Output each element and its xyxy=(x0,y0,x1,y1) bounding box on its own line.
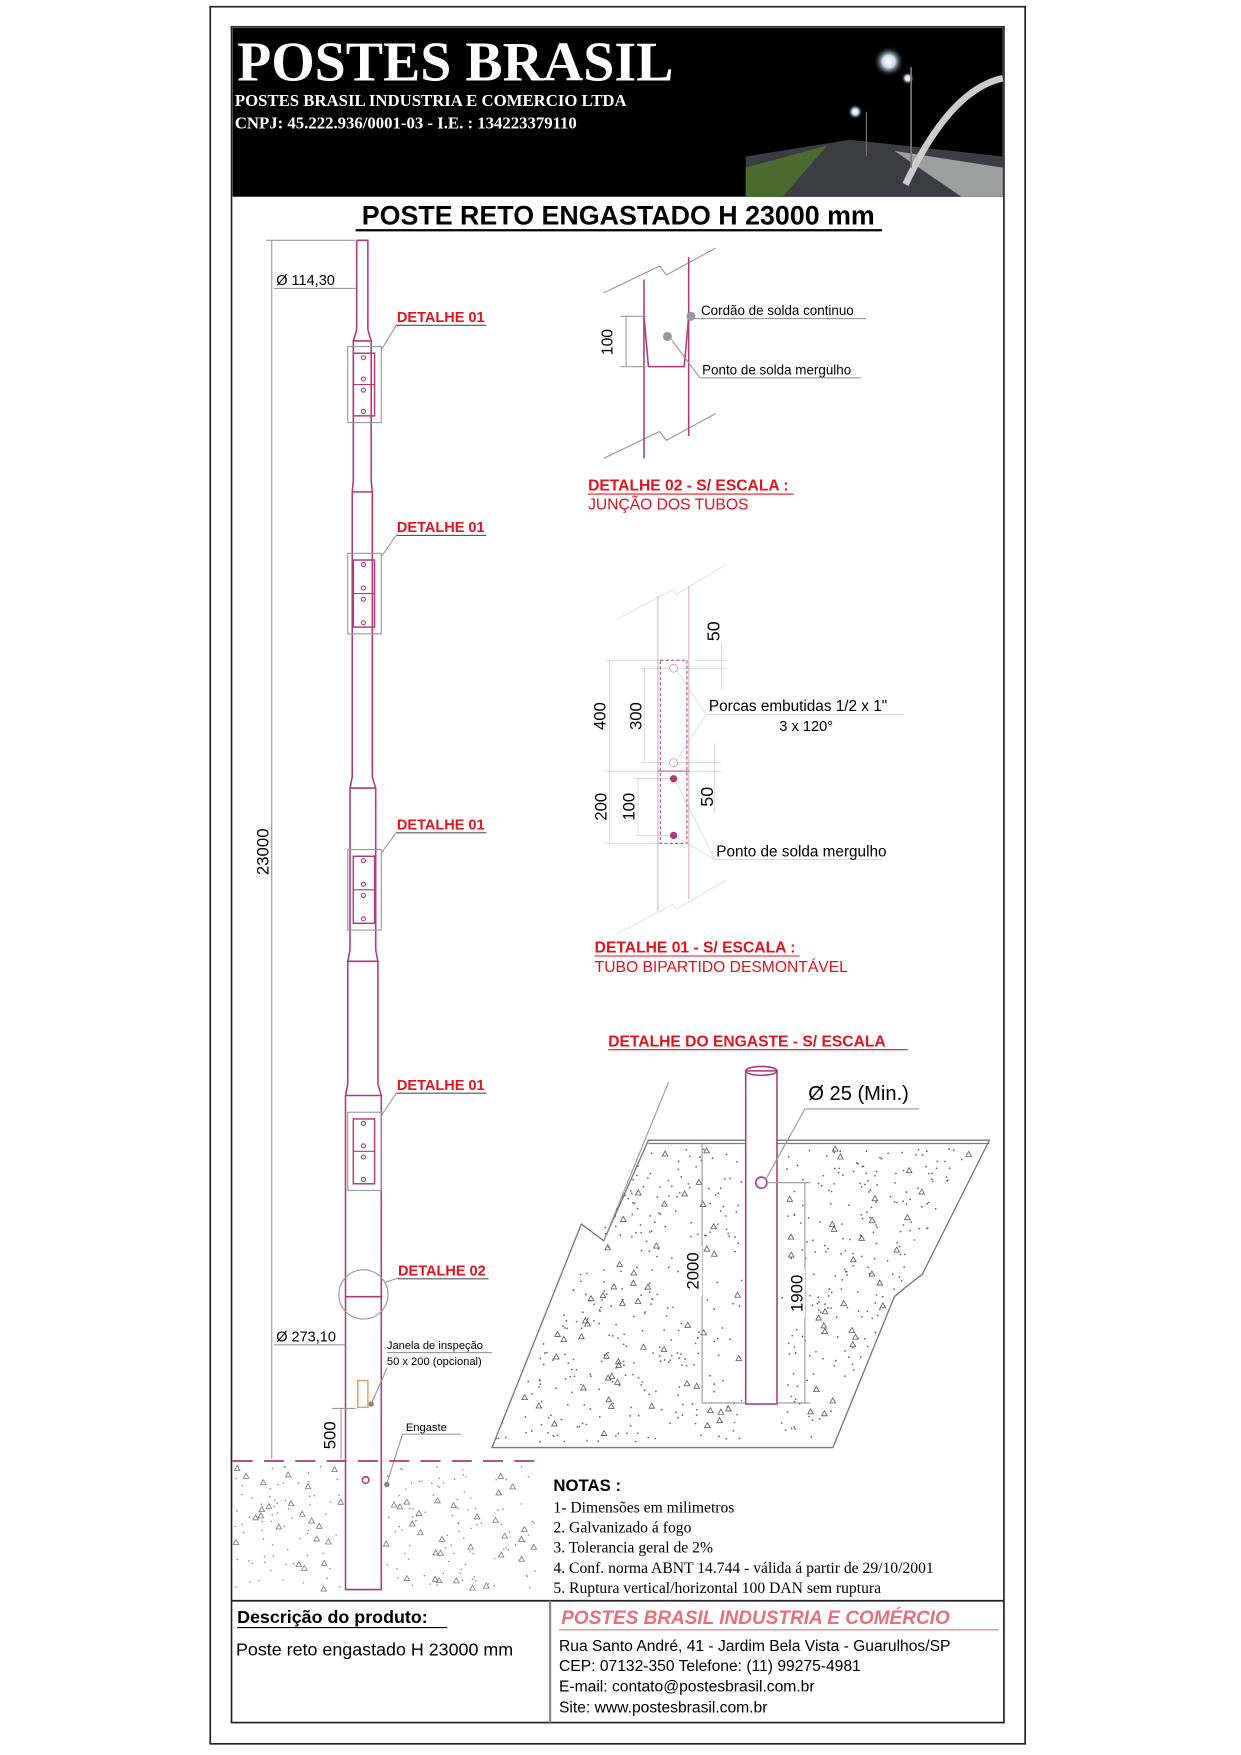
detail02-callout-label: DETALHE 02 xyxy=(398,1263,486,1279)
inner-frame xyxy=(230,25,1005,1724)
ground-section xyxy=(232,1460,539,1592)
detail01-dim-50-top: 50 xyxy=(704,621,724,641)
header-banner: POSTES BRASIL POSTES BRASIL INDUSTRIA E … xyxy=(232,27,1004,197)
detail01-dim-50-bottom: 50 xyxy=(697,787,717,807)
window-label: Janela de inspeção xyxy=(387,1340,483,1352)
detail01-callout-label: DETALHE 01 xyxy=(397,1078,485,1094)
footer-table: Descrição do produto: Poste reto engasta… xyxy=(231,1599,1004,1723)
note-item: 4. Conf. norma ABNT 14.744 - válida á pa… xyxy=(553,1560,933,1577)
brand-logo-text: POSTES BRASIL xyxy=(237,31,673,93)
detail02-subtitle: JUNÇÃO DOS TUBOS xyxy=(588,494,748,514)
detail01-dim-200: 200 xyxy=(591,793,610,821)
inspection-window xyxy=(357,1379,369,1409)
note-item: 1- Dimensões em milimetros xyxy=(553,1499,734,1516)
engaste-concrete-hatch xyxy=(495,1145,973,1443)
engaste-drawing: DETALHE DO ENGASTE - S/ ESCALA Ø 25 (Min… xyxy=(490,1033,991,1449)
detail01-dim-100: 100 xyxy=(620,793,639,821)
company-website: Site: www.postesbrasil.com.br xyxy=(559,1700,767,1717)
detail01-plug-weld-label: Ponto de solda mergulho xyxy=(716,844,886,861)
plug-weld-label: Ponto de solda mergulho xyxy=(702,362,851,377)
detail02-drawing: 100 Cordão de solda continuo Ponto de so… xyxy=(588,247,867,514)
base-diameter: Ø 273,10 xyxy=(276,1329,336,1345)
description-heading: Descrição do produto: xyxy=(237,1607,428,1627)
detail01-title: DETALHE 01 - S/ ESCALA : xyxy=(595,940,796,957)
note-item: 5. Ruptura vertical/horizontal 100 DAN s… xyxy=(553,1580,881,1597)
detail01-dim-300: 300 xyxy=(626,702,645,730)
pole-elevation: DETALHE 01 DETALHE 01 DETALHE 01 DETALHE 01… xyxy=(253,239,492,1591)
page-title: POSTE RETO ENGASTADO H 23000 mm xyxy=(362,201,875,231)
company-registration: CNPJ: 45.222.936/0001-03 - I.E. : 134223… xyxy=(235,114,577,133)
embed-depth-2000: 2000 xyxy=(684,1252,703,1289)
notes: NOTAS : 1- Dimensões em milimetros 2. Ga… xyxy=(553,1476,933,1597)
detail01-callout-label: DETALHE 01 xyxy=(397,310,485,326)
detail01-subtitle: TUBO BIPARTIDO DESMONTÁVEL xyxy=(595,957,848,976)
embed-depth-1900: 1900 xyxy=(788,1275,807,1312)
dim-label-backdrop xyxy=(788,1268,805,1318)
engaste-title: DETALHE DO ENGASTE - S/ ESCALA xyxy=(608,1033,886,1050)
notes-heading: NOTAS : xyxy=(553,1476,621,1495)
detail01-callout: DETALHE 01 xyxy=(347,817,487,931)
window-height-dimension: 500 xyxy=(320,1421,339,1449)
footer-company-name: POSTES BRASIL INDUSTRIA E COMÉRCIO xyxy=(561,1607,950,1629)
detail02-dimension: 100 xyxy=(600,329,617,355)
pole-outline xyxy=(344,239,383,1591)
company-phone: CEP: 07132-350 Telefone: (11) 99275-4981 xyxy=(559,1658,861,1675)
detail01-callout: DETALHE 01 xyxy=(347,1078,487,1192)
height-dimension: 23000 xyxy=(253,829,272,876)
product-description: Poste reto engastado H 23000 mm xyxy=(236,1640,513,1660)
nuts-angle: 3 x 120° xyxy=(779,719,833,735)
detail01-dim-400: 400 xyxy=(591,702,610,730)
engaste-label: Engaste xyxy=(406,1422,447,1434)
company-name: POSTES BRASIL INDUSTRIA E COMERCIO LTDA xyxy=(235,91,627,110)
detail01-callout: DETALHE 01 xyxy=(347,520,487,635)
window-size: 50 x 200 (opcional) xyxy=(387,1356,482,1368)
company-email: E-mail: contato@postesbrasil.com.br xyxy=(559,1678,815,1695)
detail01-drawing: 50 400 300 200 100 50 Porcas embutidas 1… xyxy=(591,564,905,976)
nuts-label: Porcas embutidas 1/2 x 1" xyxy=(709,698,887,715)
detail02-callout-circle xyxy=(338,1269,389,1320)
outer-frame xyxy=(209,5,1026,1745)
dim-label-backdrop xyxy=(684,1246,703,1296)
street-photo xyxy=(745,45,1004,197)
weld-bead-label: Cordão de solda continuo xyxy=(701,303,854,318)
hole-diameter: Ø 25 (Min.) xyxy=(808,1083,909,1105)
detail02-title: DETALHE 02 - S/ ESCALA : xyxy=(588,478,789,495)
note-item: 3. Tolerancia geral de 2% xyxy=(553,1540,713,1557)
top-diameter: Ø 114,30 xyxy=(276,273,335,289)
detail01-callout-label: DETALHE 01 xyxy=(397,817,485,833)
company-address: Rua Santo André, 41 - Jardim Bela Vista … xyxy=(559,1638,950,1655)
engaste-pole xyxy=(744,1070,778,1405)
note-item: 2. Galvanizado á fogo xyxy=(553,1520,691,1537)
concrete-hatch xyxy=(232,1464,538,1592)
detail01-callout-label: DETALHE 01 xyxy=(397,520,485,536)
detail01-callout: DETALHE 01 xyxy=(347,310,487,424)
